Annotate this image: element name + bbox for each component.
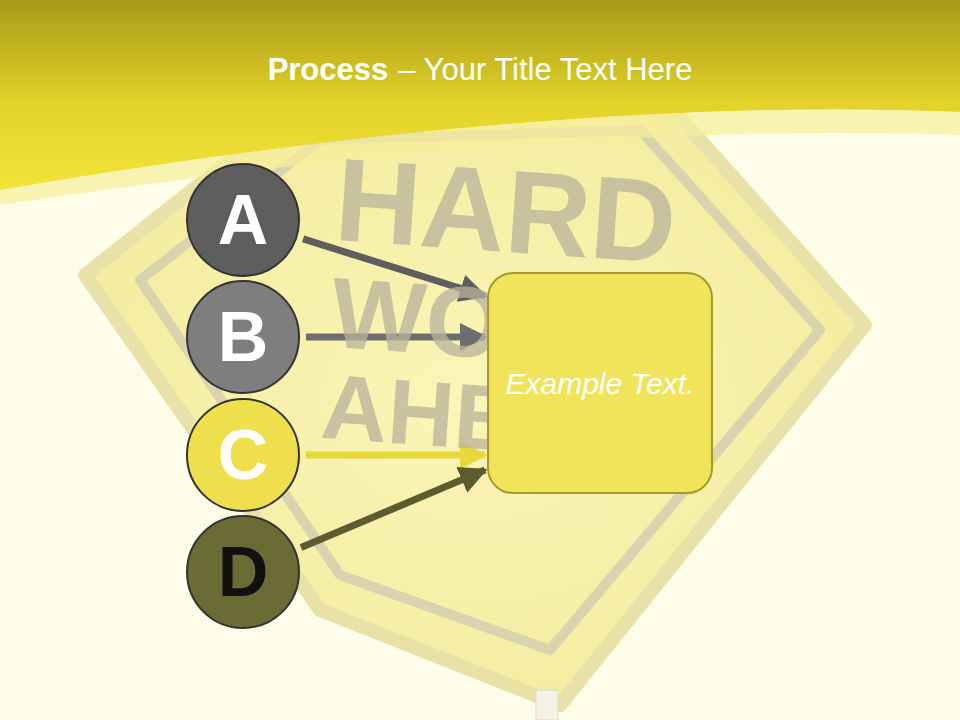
title-text: – Your Title Text Here	[398, 52, 692, 88]
step-circle: D	[186, 515, 300, 629]
text-box: Example Text.	[487, 272, 713, 494]
step-circle: C	[186, 398, 300, 512]
arrow-connector	[301, 470, 485, 548]
sign-post	[536, 690, 558, 720]
step-letter: D	[218, 532, 269, 612]
title-row: Process – Your Title Text Here	[0, 52, 960, 88]
step-circle: B	[186, 280, 300, 394]
step-letter: B	[218, 297, 269, 377]
step-circle: A	[186, 163, 300, 277]
watermark: HARD	[332, 140, 680, 281]
sign-inner-border	[140, 130, 820, 650]
box-text: Example Text.	[506, 361, 695, 406]
step-letter: C	[218, 415, 269, 495]
sign-shape	[85, 95, 865, 705]
step-letter: A	[218, 180, 269, 260]
title: Process	[268, 52, 389, 88]
